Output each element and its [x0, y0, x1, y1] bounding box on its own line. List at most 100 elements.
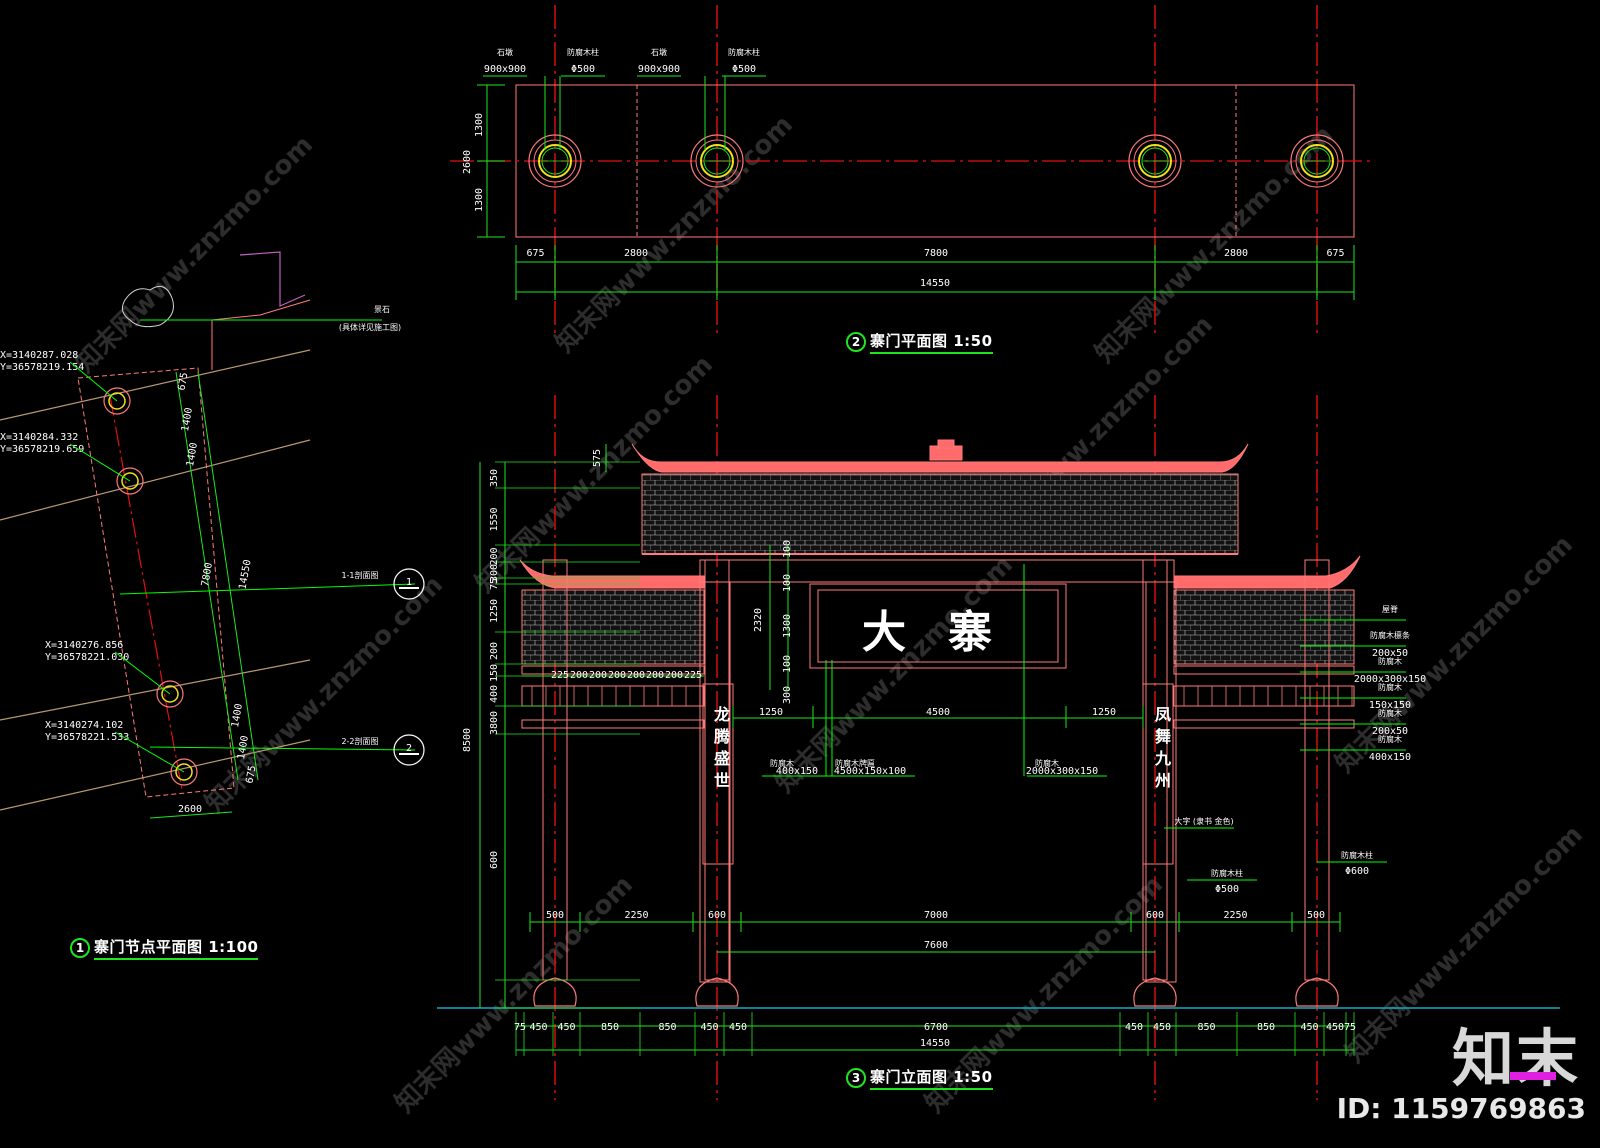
column-label-size: Φ500 — [1215, 884, 1239, 895]
beam-dim-value: 4500 — [926, 707, 950, 718]
plan-dim-value: 2800 — [1224, 248, 1248, 259]
elev-height-value: 200 — [489, 547, 500, 565]
elev-bottom-label-name: 防腐木 — [1035, 758, 1059, 768]
site-dim-width-value: 2600 — [178, 804, 202, 815]
column-base-outer — [690, 134, 744, 188]
site-coord-leader — [114, 651, 171, 695]
column-base-stone — [533, 977, 577, 1007]
column-base-stone — [1295, 977, 1339, 1007]
elev-height-value: 400 — [489, 685, 500, 703]
gate-post-right — [1145, 581, 1177, 983]
elev-height-value: 600 — [489, 851, 500, 869]
site-coord-leader — [69, 443, 131, 482]
plan-dim-side: 1300 — [474, 113, 485, 137]
elev-bottom-value: 450 — [557, 1022, 575, 1033]
plan-dim-side: 1300 — [474, 188, 485, 212]
plan-title-number: 2 — [846, 332, 866, 352]
elev-height-value: 150 — [489, 664, 500, 682]
elev-bottom-value: 450 — [529, 1022, 547, 1033]
site-path — [211, 299, 311, 370]
site-coord-y: Y=36578219.659 — [0, 444, 84, 455]
site-coord-y: Y=36578219.154 — [0, 362, 84, 373]
column-core — [1141, 147, 1169, 175]
brand-logo: 知末 — [1451, 1022, 1580, 1095]
site-column-ring — [175, 763, 193, 781]
plaque-frame-inner — [817, 589, 1059, 663]
watermark-text: 知末网www.znzmo.com — [390, 870, 639, 1119]
column-ring — [538, 144, 572, 178]
column-base-ring — [1133, 139, 1177, 183]
plan-dim-value: 675 — [526, 248, 544, 259]
site-dim-value: 7800 — [200, 562, 215, 588]
plaque-height-value: 1300 — [782, 614, 793, 638]
elev-height-value: 1250 — [489, 599, 500, 623]
elev-mid-value: 500 — [546, 910, 564, 921]
side-lattice — [1173, 685, 1355, 707]
plaque-frame-outer — [809, 583, 1067, 669]
site-column-ring — [161, 685, 179, 703]
site-coord-x: X=3140276.856 — [45, 640, 123, 651]
plan-label-name: 防腐木柱 — [728, 47, 760, 57]
main-beam — [699, 559, 1175, 583]
plan-label-name: 防腐木柱 — [567, 47, 599, 57]
section-marker-label: 2-2剖面图 — [341, 736, 378, 746]
site-dim-width — [149, 811, 233, 819]
section-marker-number: 1 — [406, 577, 412, 588]
elev-top-dim: 200 — [665, 670, 683, 681]
site-column-outer — [103, 387, 131, 415]
terrain-contour — [0, 349, 311, 421]
elev-bottom-label-size: 2000x300x150 — [1026, 766, 1098, 777]
elev-bottom-value: 75 — [1344, 1022, 1356, 1033]
rock-note: (具体详见施工图) — [339, 322, 401, 332]
column-core — [541, 147, 569, 175]
elev-right-label-size: 200x50 — [1372, 648, 1408, 659]
elev-height-value: 75 — [489, 578, 500, 590]
elev-bottom-value: 450 — [1153, 1022, 1171, 1033]
column-label-name: 防腐木柱 — [1211, 868, 1243, 878]
site-column-outer — [170, 758, 198, 786]
site-coord-leader — [69, 361, 118, 402]
elev-bottom-value: 75 — [514, 1022, 526, 1033]
plan-dim-total: 14550 — [920, 278, 950, 289]
elev-right-label-name: 防腐木檩条 — [1370, 630, 1410, 640]
plaque-text: 大寨 — [862, 607, 1034, 658]
elev-height-total: 8500 — [462, 728, 473, 752]
elev-bottom-value: 6700 — [924, 1022, 948, 1033]
plaque-height-value: 2320 — [753, 608, 764, 632]
site-dim-value: 1400 — [230, 703, 245, 729]
site-plan-view: 景石(具体详见施工图)X=3140287.028Y=36578219.154X=… — [0, 251, 425, 819]
elev-bottom-value: 450 — [700, 1022, 718, 1033]
elev-bottom-value: 850 — [1257, 1022, 1275, 1033]
side-lattice — [521, 685, 705, 707]
upper-roof-tiles — [641, 473, 1239, 555]
elev-bottom-label-size: 4500x150x100 — [834, 766, 906, 777]
column-base-outer — [1128, 134, 1182, 188]
elev-bottom-label-name: 防腐木 — [770, 758, 794, 768]
section-leader-2 — [149, 746, 416, 751]
elev-bottom-value: 450 — [1125, 1022, 1143, 1033]
side-lower-beam — [521, 719, 705, 729]
elev-height-value: 350 — [489, 469, 500, 487]
plaque-height-value: 300 — [782, 686, 793, 704]
site-boundary — [239, 251, 306, 307]
plan-label-size: 900x900 — [484, 64, 526, 75]
elev-top-dim: 225 — [551, 670, 569, 681]
elev-mid-value: 600 — [708, 910, 726, 921]
elev-height-value: 200 — [489, 642, 500, 660]
gate-post-left — [699, 581, 731, 983]
elev-mid-value: 7000 — [924, 910, 948, 921]
elev-bottom-label-size: 400x150 — [776, 766, 818, 777]
brand-accent-bar — [1510, 1072, 1556, 1080]
right-roof-eaves — [1173, 555, 1361, 589]
site-dim-value: 14550 — [238, 559, 254, 591]
site-coord-x: X=3140287.028 — [0, 350, 78, 361]
elev-bottom-value: 450 — [729, 1022, 747, 1033]
roof-ridge-top — [937, 439, 955, 449]
elev-mid-value: 500 — [1307, 910, 1325, 921]
plan-label-size: 900x900 — [638, 64, 680, 75]
left-roof-tiles — [521, 589, 705, 665]
elev-top-dim: 200 — [570, 670, 588, 681]
couplet-board-right — [1142, 683, 1174, 865]
